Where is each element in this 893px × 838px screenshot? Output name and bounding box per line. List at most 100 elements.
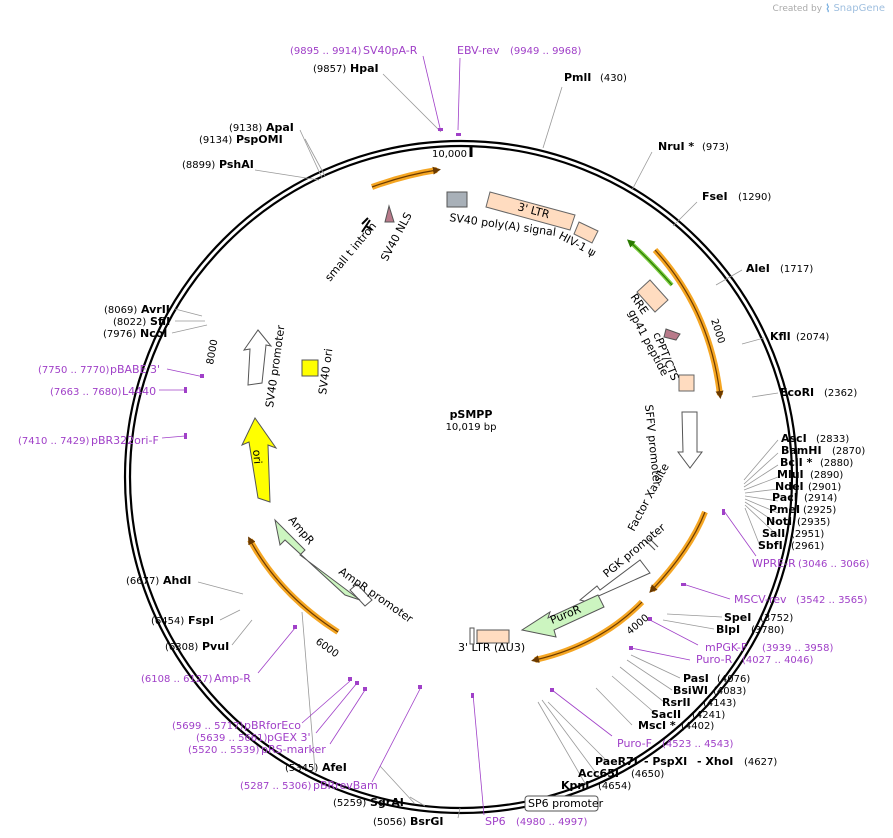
primer-l4440: L4440 [122, 385, 156, 398]
enzyme-avrii: AvrII [141, 303, 170, 316]
enzyme-sfii-pos: (8022) [113, 317, 146, 328]
enzyme-sali-pos: (2951) [791, 529, 824, 540]
enzyme-fspi-pos: (6454) [151, 616, 184, 627]
enzyme-acc65i: Acc65I [578, 767, 619, 780]
label-sv40-promoter: SV40 promoter [263, 324, 287, 409]
enzyme-pmei: PmeI [769, 503, 800, 516]
feature-sv40-ori [301, 359, 319, 377]
primer-prs-pos: (5520 .. 5539) [188, 745, 260, 756]
enzyme-pasi: PasI [683, 672, 709, 685]
primer-ebv: EBV-rev [457, 44, 500, 57]
feature-ampr-promoter [349, 583, 373, 607]
enzyme-sbfi-pos: (2961) [791, 541, 824, 552]
enzyme-pmli: PmlI [564, 71, 591, 84]
enzyme-pasi-pos: (4076) [717, 674, 750, 685]
feature-ampr [274, 518, 361, 601]
enzyme-ncoi: NcoI [140, 327, 167, 340]
enzyme-paci-pos: (2914) [804, 493, 837, 504]
enzyme-pshai-pos: (8899) [182, 160, 215, 171]
enzyme-pvui: PvuI [202, 640, 229, 653]
enzyme-bsiwi: BsiWI [673, 684, 708, 697]
primer-sv40pa: SV40pA-R [363, 44, 418, 57]
enzyme-paer7i: PaeR7I [595, 755, 638, 768]
enzyme-kpni-pos: (4654) [598, 781, 631, 792]
enzyme-noti: NotI [766, 515, 792, 528]
enzyme-fsei-pos: (1290) [738, 192, 771, 203]
feature-3ltr-du3 [476, 629, 510, 644]
enzyme-hpai: HpaI [350, 62, 379, 75]
primer-pbabe-pos: (7750 .. 7770) [38, 365, 110, 376]
enzyme-msci-pos: (4402) [681, 721, 714, 732]
enzyme-afei: AfeI [322, 761, 347, 774]
enzyme-bcli: BclI * [780, 456, 813, 469]
orange-arrow-bottom-line [531, 601, 643, 663]
label-3ltr-du3: 3' LTR (ΔU3) [458, 641, 525, 654]
orange-arrow-right-line [654, 249, 724, 399]
enzyme-nrui-pos: (973) [702, 142, 729, 153]
tick-8000: 8000 [205, 339, 220, 366]
enzyme-ncoi-pos: (7976) [103, 329, 136, 340]
feature-rre [636, 279, 669, 313]
enzyme-bcli-pos: (2880) [820, 458, 853, 469]
enzyme-blpi-pos: (3780) [751, 625, 784, 636]
primer-pbr322: pBR322ori-F [91, 434, 159, 447]
feature-sp6-promoter-box [524, 795, 599, 812]
brand-prefix: Created by [772, 3, 823, 14]
primer-mscv: MSCV-rev [734, 593, 787, 606]
enzyme-pmei-pos: (2925) [803, 505, 836, 516]
enzyme-bsrgi-pos: (5056) [373, 817, 406, 828]
enzyme-pspomi-pos: (9134) [199, 135, 232, 146]
snapgene-logo-icon: ⌇ [825, 2, 831, 15]
enzyme-hpai-pos: (9857) [313, 64, 346, 75]
label-sv40-ori: SV40 ori [316, 348, 335, 396]
enzyme-paci: PacI [772, 491, 798, 504]
enzyme-asci-pos: (2833) [816, 434, 849, 445]
enzyme-bsrgi: BsrGI [410, 815, 443, 828]
primer-ampr: Amp-R [214, 672, 251, 685]
enzyme-ecori: EcoRI [780, 386, 814, 399]
enzyme-bsiwi-pos: (4083) [713, 686, 746, 697]
enzyme-sacii: SacII [651, 708, 681, 721]
enzyme-sali: SalI [762, 527, 785, 540]
enzyme-apai-pos: (9138) [229, 123, 262, 134]
plasmid-size: 10,019 bp [446, 422, 497, 433]
feature-small-t-intron [361, 217, 373, 233]
feature-sffv-promoter [677, 411, 703, 469]
primer-wpre-pos: (3046 .. 3066) [798, 559, 870, 570]
primer-mpgk: mPGK-F [705, 641, 747, 654]
enzyme-fspi: FspI [188, 614, 214, 627]
enzyme-asci: AscI [781, 432, 807, 445]
primer-mpgk-pos: (3939 .. 3958) [762, 643, 834, 654]
primer-mscv-pos: (3542 .. 3565) [796, 595, 868, 606]
enzyme-ndei: NdeI [775, 480, 804, 493]
label-factor-xa: Factor Xa site [625, 461, 672, 533]
label-sv40-nls: SV40 NLS [378, 210, 415, 263]
primer-ebv-pos: (9949 .. 9968) [510, 46, 582, 57]
primer-ampr-pos: (6108 .. 6127) [141, 674, 213, 685]
tick-6000: 6000 [313, 636, 340, 660]
primer-pbrforeco-pos: (5699 .. 5717) [172, 721, 244, 732]
plasmid-name: pSMPP [450, 408, 493, 421]
primer-pbrforeco: pBRforEco [244, 719, 301, 732]
enzyme-pspomi: PspOMI [236, 133, 283, 146]
label-small-t-intron: small t intron [322, 220, 379, 284]
tick-10000: 10,000 [432, 149, 467, 160]
primer-puror: Puro-R [696, 653, 733, 666]
primer-sv40pa-pos: (9895 .. 9914) [290, 46, 362, 57]
primer-wpre: WPRE-R [752, 557, 796, 570]
enzyme-apai: ApaI [266, 121, 294, 134]
primer-sp6-pos: (4980 .. 4997) [516, 817, 588, 828]
orange-arrow-left [247, 538, 340, 635]
enzyme-pvui-pos: (6308) [165, 642, 198, 653]
feature-factor-xa [644, 537, 659, 551]
feature-cppt [678, 374, 695, 392]
enzyme-ndei-pos: (2901) [808, 482, 841, 493]
primer-puror-pos: (4027 .. 4046) [742, 655, 814, 666]
feature-3ltr-small [469, 627, 475, 645]
enzyme-xhoi: - XhoI [697, 755, 733, 768]
primer-pbr322-pos: (7410 .. 7429) [18, 436, 90, 447]
primer-labels: (9895 .. 9914) SV40pA-R EBV-rev (9949 ..… [18, 44, 870, 828]
enzyme-pmli-pos: (430) [600, 73, 627, 84]
orange-arrow-left-line [248, 536, 339, 633]
feature-puror [520, 594, 605, 638]
